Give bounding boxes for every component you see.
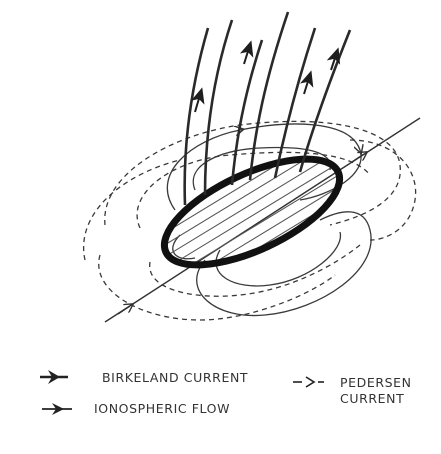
auroral-oval: [160, 155, 344, 269]
axis-line: [104, 117, 421, 323]
birkeland-currents: [183, 11, 352, 206]
legend: BIRKELAND CURRENT IONOSPHERIC FLOW PEDER…: [40, 370, 412, 416]
legend-pedersen-label-line2: CURRENT: [340, 391, 404, 406]
legend-ionospheric: IONOSPHERIC FLOW: [42, 401, 230, 416]
legend-pedersen-label-line1: PEDERSEN: [340, 375, 412, 390]
legend-birkeland: BIRKELAND CURRENT: [40, 370, 248, 385]
pedersen-current-loops: [83, 120, 417, 321]
legend-ionospheric-label: IONOSPHERIC FLOW: [94, 401, 230, 416]
legend-birkeland-label: BIRKELAND CURRENT: [102, 370, 248, 385]
legend-pedersen: PEDERSEN CURRENT: [293, 375, 412, 406]
ionospheric-flow-loops: [166, 123, 372, 317]
